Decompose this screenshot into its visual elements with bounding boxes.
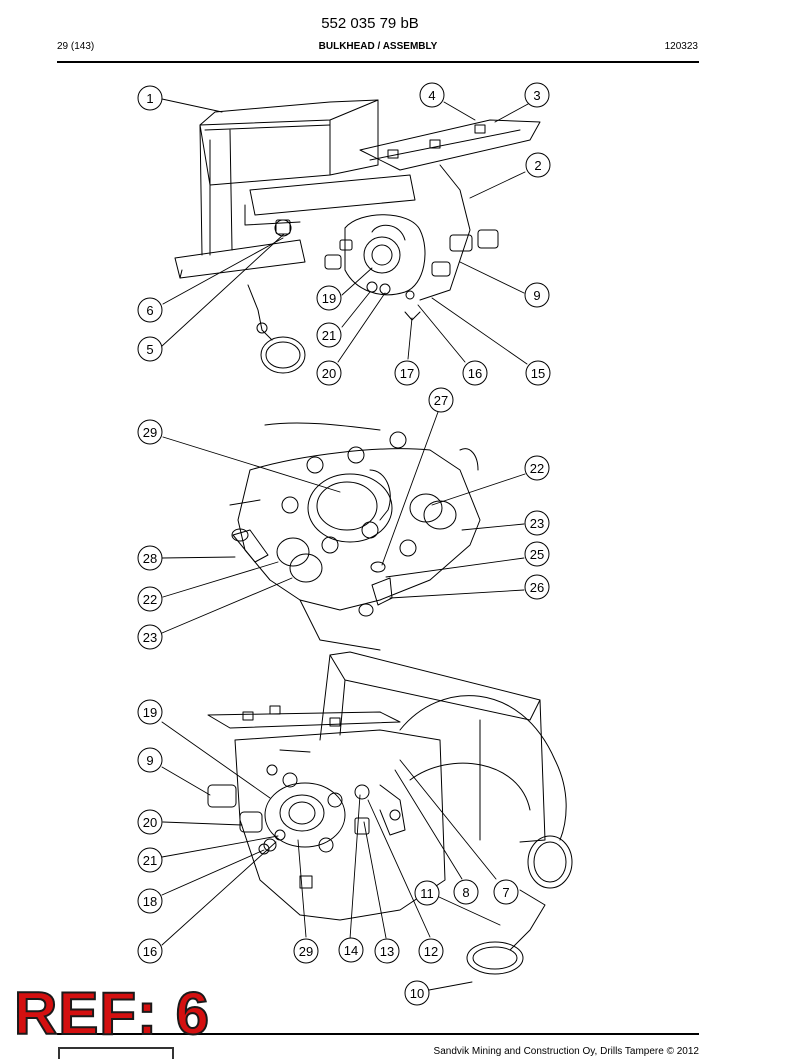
assembly-view-2 [229,422,481,651]
callout-v2-25: 25 [524,541,550,567]
assembly-view-3 [207,651,573,975]
svg-text:20: 20 [143,815,157,830]
svg-text:19: 19 [143,705,157,720]
callout-v2-29: 29 [137,419,163,445]
page-number: 29 (143) [57,41,95,52]
callout-v1-3: 3 [524,82,550,108]
callout-v1-21: 21 [316,322,342,348]
svg-text:15: 15 [531,366,545,381]
callout-v2-27: 27 [428,387,454,413]
callout-v2-26: 26 [524,574,550,600]
callout-v3-18: 18 [137,888,163,914]
callout-v3-13: 13 [374,938,400,964]
leader-lines [161,98,529,991]
callouts: 1 4 3 2 9 19 6 21 5 20 17 16 15 27 29 22… [137,82,551,1006]
callout-v2-22a: 22 [524,455,550,481]
svg-text:16: 16 [143,944,157,959]
svg-text:13: 13 [380,944,394,959]
callout-v1-1: 1 [137,85,163,111]
callout-v1-15: 15 [525,360,551,386]
svg-text:23: 23 [143,630,157,645]
document-number: 552 035 79 bB [321,15,419,32]
svg-text:7: 7 [502,885,509,900]
callout-v1-2: 2 [525,152,551,178]
callout-v1-19: 19 [316,285,342,311]
svg-text:6: 6 [146,303,153,318]
callout-v3-19: 19 [137,699,163,725]
callout-v2-22b: 22 [137,586,163,612]
svg-text:18: 18 [143,894,157,909]
svg-text:1: 1 [146,91,153,106]
svg-text:11: 11 [420,886,434,901]
callout-v3-11: 11 [414,880,440,906]
svg-text:20: 20 [322,366,336,381]
svg-text:29: 29 [299,944,313,959]
svg-text:17: 17 [400,366,414,381]
callout-v2-23a: 23 [524,510,550,536]
svg-text:21: 21 [143,853,157,868]
callout-v3-14: 14 [338,937,364,963]
svg-text:29: 29 [143,425,157,440]
svg-text:8: 8 [462,885,469,900]
ref-badge: REF: 6 [13,980,211,1047]
callout-v2-23b: 23 [137,624,163,650]
svg-text:25: 25 [530,547,544,562]
callout-v3-12: 12 [418,938,444,964]
svg-text:5: 5 [146,342,153,357]
footer-divider [57,1033,699,1035]
svg-text:14: 14 [344,943,358,958]
svg-text:12: 12 [424,944,438,959]
callout-v1-9: 9 [524,282,550,308]
revision-code: 120323 [664,41,698,52]
callout-v3-21: 21 [137,847,163,873]
svg-text:2: 2 [534,158,541,173]
footer-copyright: Sandvik Mining and Construction Oy, Dril… [433,1046,699,1057]
callout-v3-29: 29 [293,938,319,964]
svg-text:22: 22 [530,461,544,476]
callout-v3-9: 9 [137,747,163,773]
callout-v3-7: 7 [493,879,519,905]
svg-text:27: 27 [434,393,448,408]
assembly-view-1 [174,99,541,374]
header-divider [57,61,699,63]
svg-text:4: 4 [428,88,435,103]
svg-text:26: 26 [530,580,544,595]
callout-v3-20: 20 [137,809,163,835]
callout-v2-28: 28 [137,545,163,571]
callout-v1-17: 17 [394,360,420,386]
callout-v1-5: 5 [137,336,163,362]
callout-v1-16: 16 [462,360,488,386]
svg-text:16: 16 [468,366,482,381]
svg-text:10: 10 [410,986,424,1001]
svg-text:23: 23 [530,516,544,531]
svg-text:3: 3 [533,88,540,103]
svg-text:9: 9 [146,753,153,768]
svg-text:22: 22 [143,592,157,607]
svg-text:19: 19 [322,291,336,306]
svg-text:9: 9 [533,288,540,303]
callout-v3-8: 8 [453,879,479,905]
callout-v1-4: 4 [419,82,445,108]
svg-text:21: 21 [322,328,336,343]
svg-text:28: 28 [143,551,157,566]
callout-v1-6: 6 [137,297,163,323]
callout-v3-16: 16 [137,938,163,964]
callout-v1-20: 20 [316,360,342,386]
section-title: BULKHEAD / ASSEMBLY [318,41,438,52]
brand-logo [58,1047,174,1059]
callout-v3-10: 10 [404,980,430,1006]
